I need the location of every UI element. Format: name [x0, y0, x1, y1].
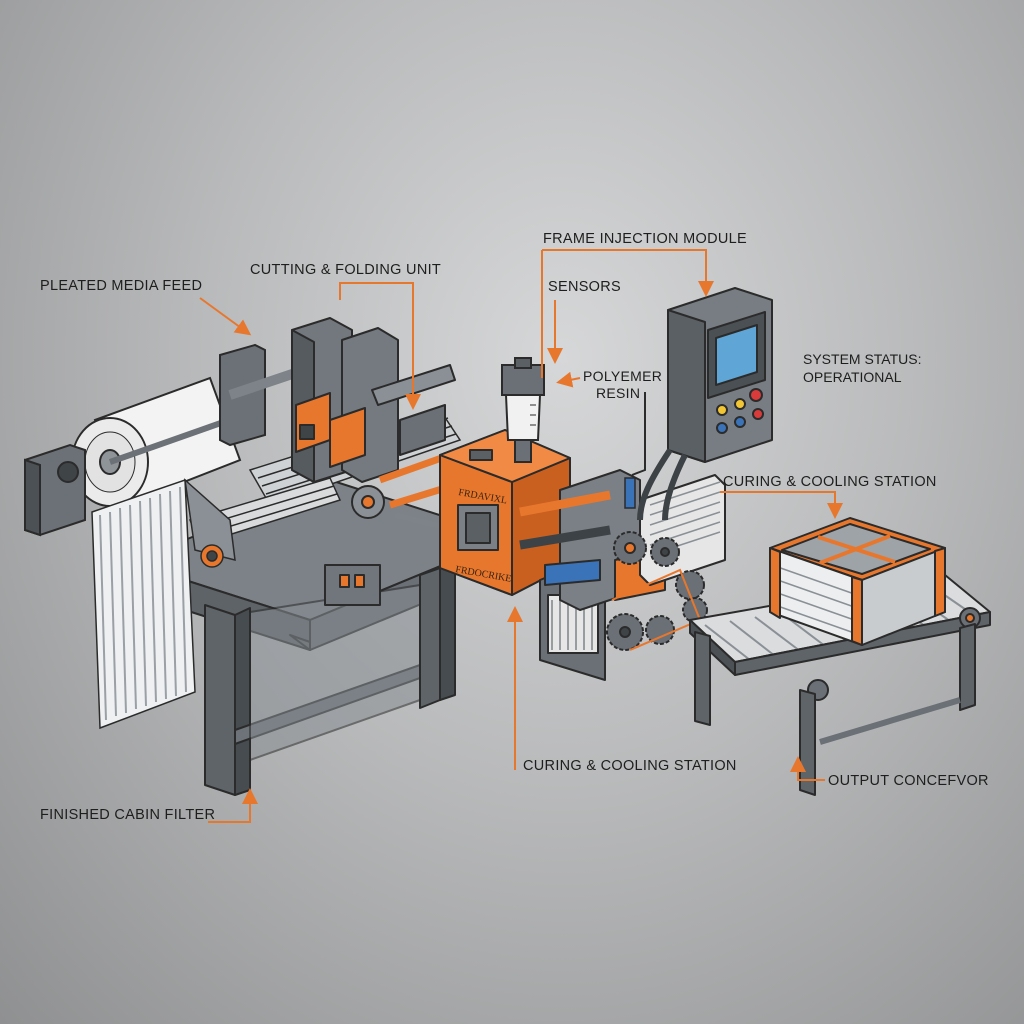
system-status: SYSTEM STATUS: OPERATIONAL: [803, 350, 922, 386]
drive-gears: [606, 531, 708, 651]
label-sensors: SENSORS: [548, 279, 622, 295]
frame-injection-block: [439, 429, 571, 596]
label-polymer-resin-line2: RESIN: [596, 385, 641, 401]
resin-reservoir: [501, 357, 545, 463]
label-output-conveyor: OUTPUT CONCEFVOR: [828, 773, 989, 789]
label-polymer-resin-line1: POLYEMER: [583, 368, 663, 384]
label-pleated-media-feed: PLEATED MEDIA FEED: [40, 278, 203, 294]
pleated-media-roll: [71, 376, 242, 507]
roll-support-left: [24, 443, 86, 537]
control-cabinet: [637, 287, 773, 521]
label-cutting-folding-unit: CUTTING & FOLDING UNIT: [250, 262, 442, 278]
label-finished-cabin-filter: FINISHED CABIN FILTER: [40, 807, 216, 823]
label-frame-injection-module: FRAME INJECTION MODULE: [543, 231, 747, 247]
cutting-folding-unit: [291, 317, 457, 533]
system-status-title: SYSTEM STATUS:: [803, 351, 922, 367]
main-machine-frame: [184, 479, 456, 796]
finished-filter-stack: [769, 517, 946, 646]
label-curing-cooling-station-top: CURING & COOLING STATION: [723, 474, 937, 490]
system-status-value: OPERATIONAL: [803, 369, 902, 385]
leader-lines: [199, 249, 843, 823]
sensor: [624, 477, 636, 509]
finished-filter-panel: [91, 478, 236, 730]
label-curing-cooling-station-bottom: CURING & COOLING STATION: [523, 758, 737, 774]
